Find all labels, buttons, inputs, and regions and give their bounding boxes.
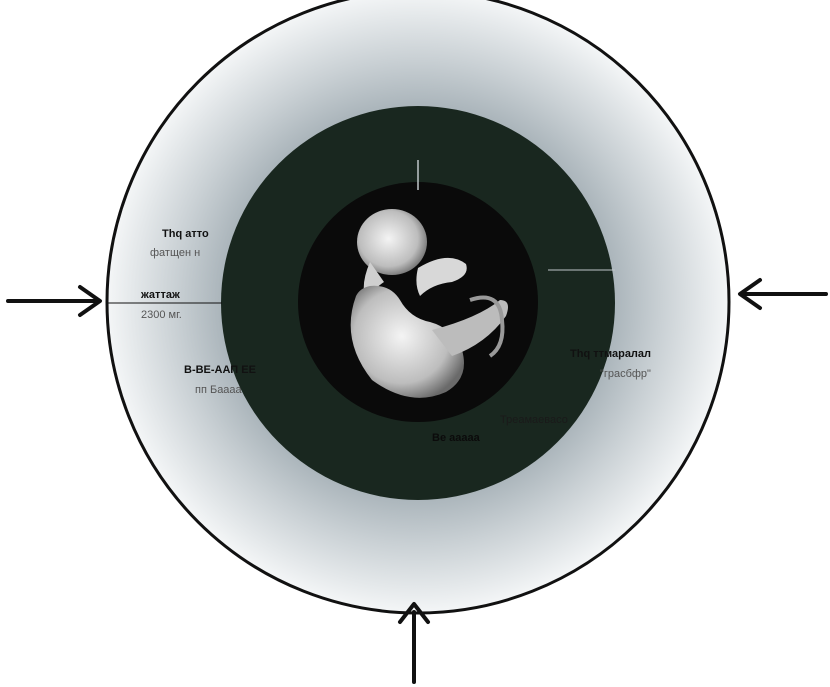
left-top-label: Тhq атто bbox=[162, 228, 209, 241]
left-low-sublabel: пп Баааа bbox=[195, 384, 242, 397]
left-mid-sublabel: 2300 мг. bbox=[141, 309, 182, 322]
right-arrow-pointing-left bbox=[740, 280, 826, 308]
left-top-sublabel: фатщен н bbox=[150, 247, 200, 260]
left-arrow-pointing-right bbox=[8, 287, 100, 315]
right-low-label: Тhq ттмаралал bbox=[570, 348, 651, 361]
left-low-label: В-ВЕ-ААП ЕЕ bbox=[184, 364, 256, 377]
right-low-sublabel: "грасбфр" bbox=[600, 368, 651, 381]
bottom-center-label: Ве ааааа bbox=[432, 432, 480, 445]
bottom-right-label: Треамаевасо bbox=[500, 414, 568, 427]
left-mid-label: жаттаж bbox=[141, 289, 180, 302]
bottom-arrow-pointing-up bbox=[400, 604, 428, 682]
